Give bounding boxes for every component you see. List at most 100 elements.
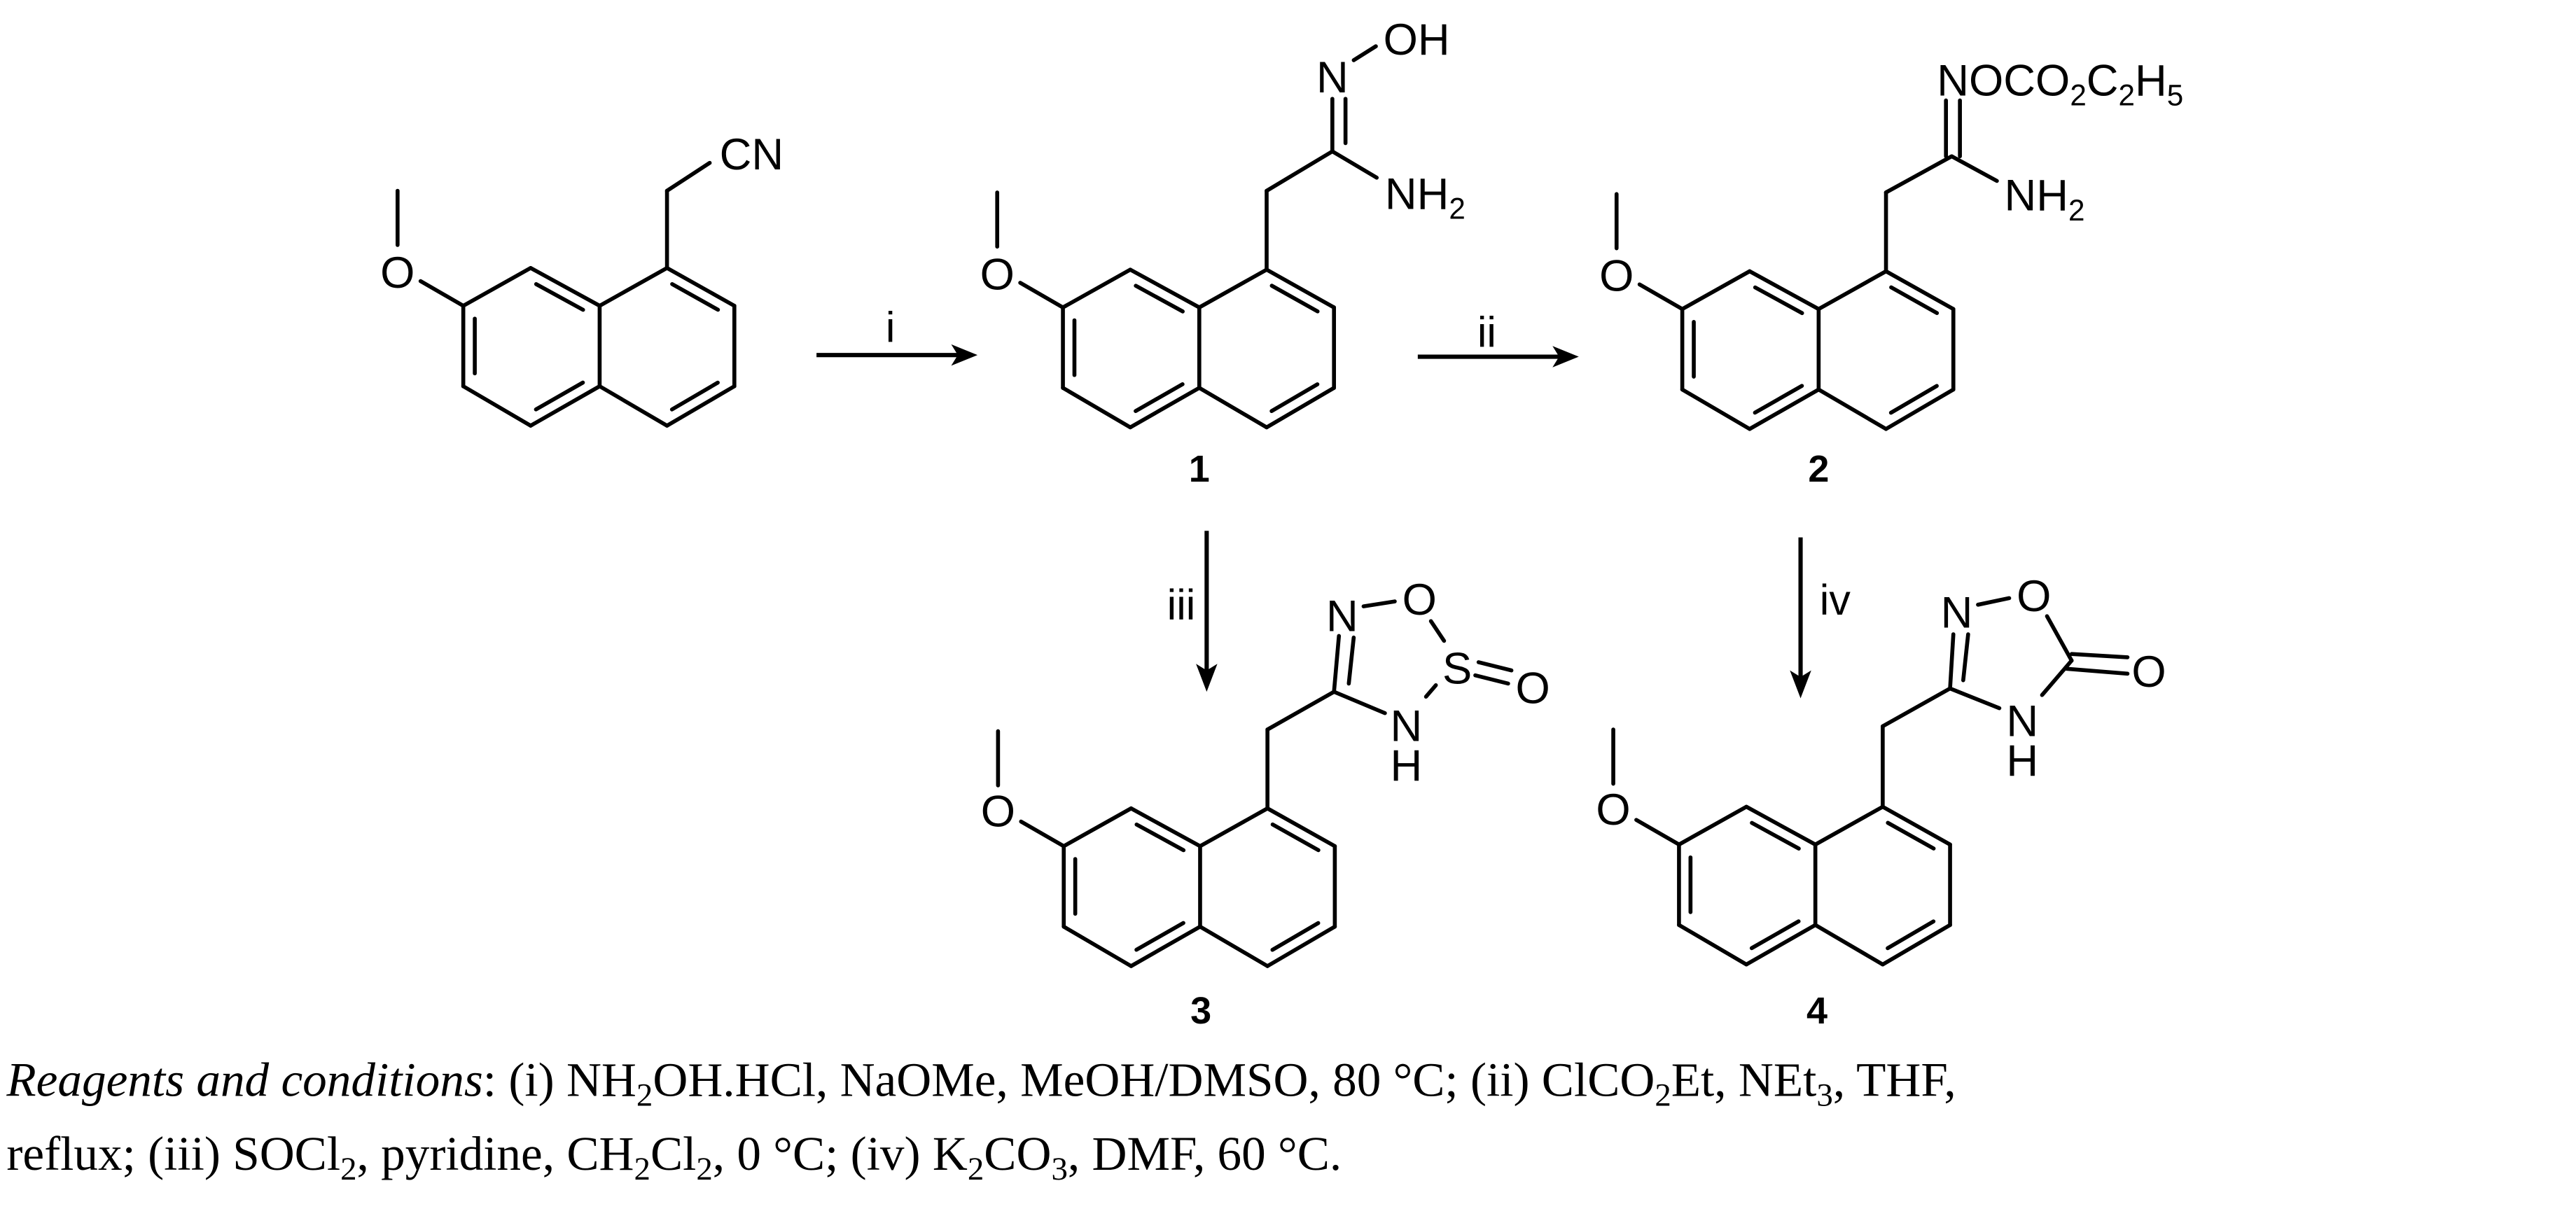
ring-bond <box>1744 923 1818 967</box>
arrowhead-icon <box>1196 664 1218 692</box>
bond <box>1948 632 1956 691</box>
caption-subscript: 3 <box>1816 1077 1832 1113</box>
ring-bond <box>1129 806 1202 848</box>
arrow-label: ii <box>1477 308 1496 356</box>
methoxy-oxygen-label: O <box>1596 785 1630 834</box>
caption-text: reflux; (iii) SOCl <box>6 1126 340 1180</box>
double-bond-inner <box>534 380 585 412</box>
starting-material: CN O <box>380 130 784 298</box>
ring-nitrogen-label: N <box>1941 589 1973 638</box>
bond <box>1265 149 1335 193</box>
double-bond-inner <box>1134 284 1185 314</box>
ring-sulfur-label: S <box>1442 644 1472 693</box>
compound-number-4: 4 <box>1806 990 1827 1032</box>
ring-nitrogen-label: N <box>1326 592 1358 641</box>
amine-subscript: 2 <box>2068 194 2084 227</box>
oxime-ester-text: H <box>2135 56 2167 105</box>
compound-2: O NOCO2C2H5 NH2 2 <box>1599 56 2183 489</box>
caption-text: , 0 °C; (iv) K <box>713 1126 968 1180</box>
caption-line-2: reflux; (iii) SOCl2, pyridine, CH2Cl2, 0… <box>6 1126 1342 1187</box>
ring-bond <box>1129 924 1202 968</box>
arrowhead-icon <box>951 344 978 366</box>
bond <box>1346 635 1356 686</box>
carbonyl-oxygen-label: O <box>2131 648 2166 697</box>
ring-bond <box>664 384 737 428</box>
caption-subscript: 2 <box>634 1151 650 1187</box>
ring-bond <box>1816 269 1888 312</box>
double-bond-inner <box>1886 820 1936 851</box>
ring-bond <box>1198 806 1269 848</box>
caption-text: OH.HCl, NaOMe, MeOH/DMSO, 80 °C; (ii) Cl… <box>653 1052 1655 1106</box>
ring-bond <box>1680 387 1752 431</box>
double-bond-inner <box>1269 284 1320 314</box>
ring-bond <box>1198 924 1269 968</box>
double-bond-inner <box>1753 285 1804 316</box>
caption-subscript: 2 <box>340 1151 356 1187</box>
double-bond-inner <box>1888 384 1939 415</box>
double-bond-inner <box>669 380 720 412</box>
nh-nitrogen-label: N <box>1391 702 1423 751</box>
ring-bond <box>1884 269 1956 312</box>
bond <box>1332 690 1387 715</box>
ring-bond <box>1744 804 1818 847</box>
ring-bond <box>1881 804 1952 847</box>
ring-bond <box>529 266 602 308</box>
bond <box>1361 599 1397 608</box>
oxime-ester-text: NOCO <box>1937 56 2070 105</box>
bond <box>1961 632 1970 683</box>
caption-text: Et, NEt <box>1671 1052 1817 1106</box>
bond <box>1884 154 1954 195</box>
methoxy-bond <box>1634 818 1681 847</box>
ring-bond <box>1813 804 1885 847</box>
caption-text: , pyridine, CH <box>357 1126 634 1180</box>
bond <box>2040 658 2074 697</box>
ring-bond <box>1816 387 1888 431</box>
nh-nitrogen-label: N <box>2006 697 2038 746</box>
compound-number-2: 2 <box>1808 448 1829 490</box>
bond-layer <box>395 44 2130 968</box>
ring-bond <box>1677 804 1748 847</box>
compound-4: O N O O N H 4 <box>1596 572 2166 1032</box>
caption-text: , THF, <box>1833 1052 1956 1106</box>
ring-bond <box>1265 806 1337 848</box>
ring-bond <box>1265 924 1337 968</box>
bond <box>664 160 712 193</box>
double-bond-inner <box>1134 382 1185 413</box>
bond <box>1351 44 1378 62</box>
caption-subscript: 2 <box>1655 1077 1671 1113</box>
nh-hydrogen-label: H <box>1391 741 1423 790</box>
caption-line-1: Reagents and conditions: (i) NH2OH.HCl, … <box>6 1052 1956 1113</box>
caption-subscript: 2 <box>696 1151 712 1187</box>
bond <box>1976 596 2012 607</box>
ring-bond <box>1197 267 1269 309</box>
caption-subscript: 3 <box>1051 1151 1067 1187</box>
amine-text: NH <box>2004 172 2068 221</box>
compound-3: O N O S O N H 3 <box>981 575 1550 1032</box>
ring-bond <box>1061 806 1134 848</box>
sulfinyl-oxygen-label: O <box>1515 664 1550 713</box>
double-bond-inner <box>1134 921 1185 952</box>
oxime-ester-subscript: 5 <box>2167 79 2183 112</box>
ring-bond <box>1061 267 1133 309</box>
methoxy-bond <box>1019 819 1066 848</box>
ring-bond <box>1747 269 1821 312</box>
methoxy-oxygen-label: O <box>980 250 1015 299</box>
bond <box>2064 666 2130 676</box>
reaction-arrow-iv: iv <box>1790 537 1851 699</box>
compound-number-3: 3 <box>1190 990 1211 1032</box>
bond <box>2045 614 2074 663</box>
double-bond-inner <box>1270 822 1321 853</box>
amine-label: NH2 <box>1385 169 1465 225</box>
double-bond-inner <box>1134 822 1186 853</box>
nitrile-label: CN <box>720 130 784 179</box>
arrow-label: iv <box>1820 576 1851 624</box>
bond <box>1428 619 1447 643</box>
compound-1: O N OH NH2 1 <box>980 15 1465 490</box>
bond <box>1948 686 2002 711</box>
ring-bond <box>461 384 533 428</box>
double-bond-inner <box>534 282 585 312</box>
bond <box>1476 660 1514 673</box>
bond <box>1949 154 1999 183</box>
oxime-ester-subscript: 2 <box>2070 79 2086 112</box>
